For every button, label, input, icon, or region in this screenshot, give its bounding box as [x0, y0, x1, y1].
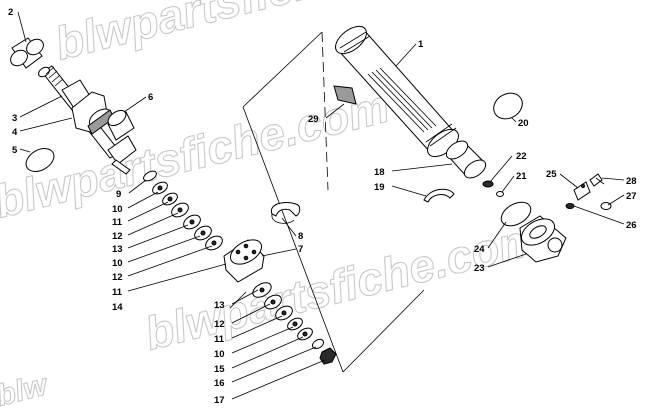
callout-15: 15: [214, 364, 225, 375]
shim-9: [143, 170, 157, 182]
right-shim-stack: [252, 282, 337, 365]
callout-11c: 11: [214, 334, 225, 345]
assembly-frame: [242, 31, 425, 373]
callout-12b: 12: [112, 272, 123, 283]
callout-20: 20: [518, 118, 529, 129]
part-6-bushing: [107, 109, 135, 141]
part-7-piston: [223, 239, 265, 283]
callout-5: 5: [12, 145, 18, 156]
callout-11b: 11: [112, 287, 123, 298]
callout-14: 14: [112, 302, 123, 313]
callout-18: 18: [374, 167, 385, 178]
callout-16: 16: [214, 378, 225, 389]
leader-lines: [17, 11, 625, 400]
part-16-washer: [311, 338, 325, 350]
left-shim-stack: [143, 170, 223, 251]
callout-17: 17: [214, 395, 225, 406]
part-29-decal: [333, 85, 357, 105]
callout-13a: 13: [112, 244, 123, 255]
part-22-o-ring: [482, 180, 494, 188]
callout-24: 24: [474, 244, 485, 255]
callout-8: 8: [298, 231, 303, 242]
callout-10a: 10: [112, 204, 123, 215]
part-25-valve: [573, 181, 591, 201]
watermark-top: blwpartsfiche.com: [50, 0, 454, 70]
callout-12a: 12: [112, 231, 123, 242]
callout-4: 4: [12, 127, 18, 138]
callout-19: 19: [374, 182, 385, 193]
callout-10b: 10: [112, 258, 123, 269]
part-26-seal: [565, 203, 575, 209]
callout-27: 27: [626, 191, 637, 202]
part-3-shaft-assembly: [38, 65, 137, 175]
part-1-cylinder-body: [335, 25, 459, 158]
callout-9: 9: [116, 189, 121, 200]
callout-28: 28: [626, 176, 637, 187]
part-24-o-ring: [500, 201, 532, 227]
watermark-layer: blwpartsfiche.com blwpartsfiche.com blwp…: [0, 0, 545, 408]
part-19-snap-ring: [423, 188, 455, 203]
callout-26: 26: [626, 220, 637, 231]
part-20-ring: [493, 92, 523, 120]
callout-10c: 10: [214, 349, 225, 360]
part-28-screw: [589, 173, 605, 187]
callout-2: 2: [8, 7, 13, 18]
callout-11a: 11: [112, 217, 123, 228]
callout-22: 22: [516, 151, 527, 162]
callout-labels: 2 1 3 4 5 6 9 10 11 12 13 10 12 11 14 8 …: [8, 7, 637, 406]
callout-13b: 13: [214, 300, 225, 311]
watermark-middle: blwpartsfiche.com: [0, 80, 394, 228]
part-21-washer: [496, 191, 504, 197]
part-23-end-cap: [519, 215, 567, 263]
callout-7: 7: [298, 244, 303, 255]
callout-23: 23: [474, 263, 485, 274]
callout-3: 3: [12, 113, 17, 124]
part-17-nut: [319, 347, 337, 365]
callout-29: 29: [308, 114, 319, 125]
callout-25: 25: [546, 169, 557, 180]
part-18-seal-head: [445, 140, 487, 179]
part-8-piston-ring: [270, 201, 301, 224]
callout-21: 21: [516, 171, 527, 182]
part-5-o-ring: [25, 148, 55, 172]
callout-12c: 12: [214, 319, 225, 330]
callout-6: 6: [148, 92, 153, 103]
watermark-fragment: blw: [0, 368, 52, 408]
callout-1: 1: [418, 39, 424, 50]
part-27-washer: [600, 202, 612, 210]
part-2-cap: [10, 37, 44, 69]
